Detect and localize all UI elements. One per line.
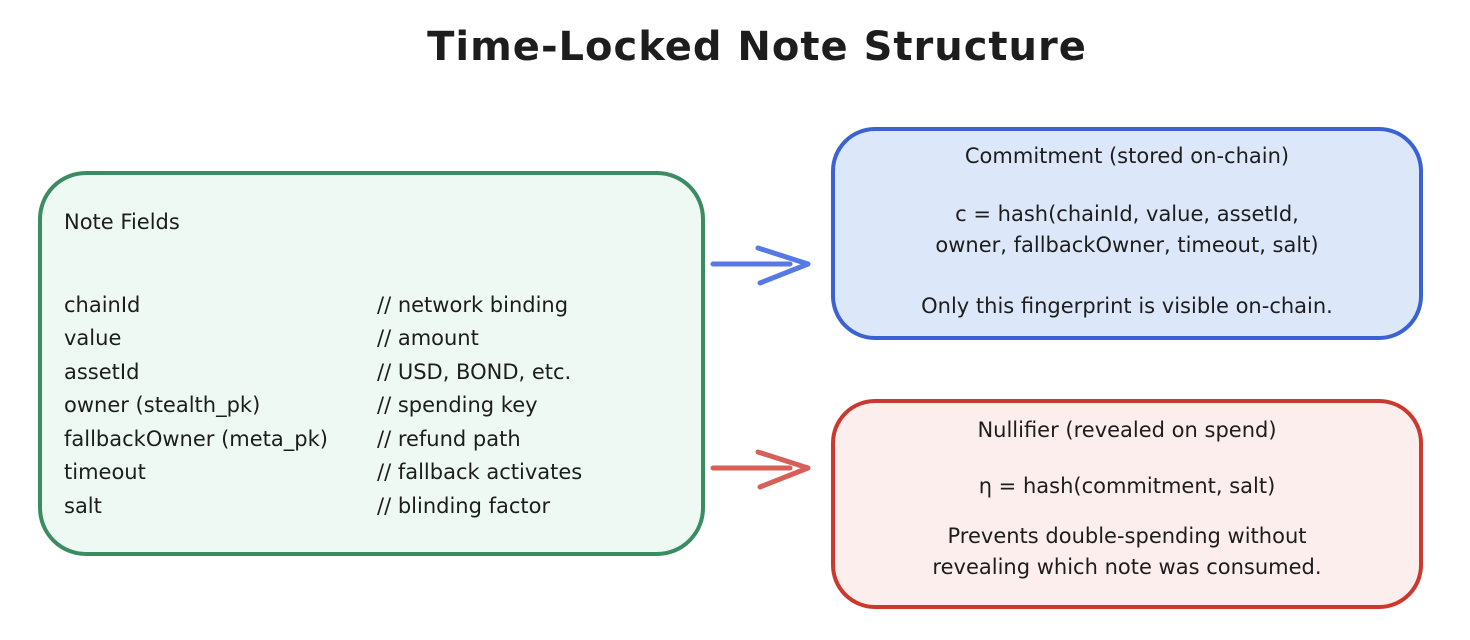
note-field-row: chainId // network binding — [64, 288, 685, 322]
nullifier-title: Nullifier (revealed on spend) — [977, 418, 1277, 442]
note-field-row: assetId // USD, BOND, etc. — [64, 355, 685, 389]
commitment-arrow — [710, 245, 811, 286]
field-comment: // blinding factor — [377, 493, 551, 518]
commitment-title: Commitment (stored on-chain) — [964, 144, 1290, 168]
nullifier-box: Nullifier (revealed on spend) η = hash(c… — [831, 399, 1423, 609]
field-name: timeout — [64, 460, 146, 485]
nullifier-formula: η = hash(commitment, salt) — [978, 474, 1276, 498]
commitment-formula-line1: c = hash(chainId, value, assetId, — [955, 202, 1299, 226]
field-name: chainId — [64, 292, 141, 317]
field-comment: // amount — [377, 326, 479, 351]
field-comment: // spending key — [377, 393, 538, 418]
nullifier-note: Prevents double-spending without reveali… — [835, 521, 1419, 583]
field-name: owner (stealth_pk) — [64, 393, 261, 418]
note-fields-list: chainId // network binding value // amount a… — [64, 288, 685, 523]
page-title: Time-Locked Note Structure — [427, 24, 1087, 70]
field-comment: // network binding — [377, 292, 569, 317]
note-fields-box: Note Fields chainId // network binding val… — [38, 171, 705, 556]
note-field-row: salt // blinding factor — [64, 489, 685, 523]
note-field-row: value // amount — [64, 322, 685, 356]
nullifier-note-line2: revealing which note was consumed. — [932, 555, 1322, 579]
field-name: value — [64, 326, 122, 351]
note-field-row: timeout // fallback activates — [64, 456, 685, 490]
nullifier-note-line1: Prevents double-spending without — [947, 524, 1307, 548]
field-comment: // USD, BOND, etc. — [377, 359, 572, 384]
commitment-formula-line2: owner, fallbackOwner, timeout, salt) — [935, 233, 1319, 257]
field-name: assetId — [64, 359, 140, 384]
note-field-row: owner (stealth_pk) // spending key — [64, 389, 685, 423]
nullifier-arrow — [710, 449, 811, 490]
note-fields-label: Note Fields — [64, 210, 180, 234]
note-field-row: fallbackOwner (meta_pk) // refund path — [64, 422, 685, 456]
field-comment: // refund path — [377, 426, 521, 451]
field-comment: // fallback activates — [377, 460, 583, 485]
commitment-box: Commitment (stored on-chain) c = hash(ch… — [831, 127, 1423, 340]
field-name: salt — [64, 493, 102, 518]
field-name: fallbackOwner (meta_pk) — [64, 426, 328, 451]
commitment-note: Only this fingerprint is visible on-chai… — [921, 294, 1333, 318]
commitment-formula: c = hash(chainId, value, assetId, owner,… — [835, 199, 1419, 261]
